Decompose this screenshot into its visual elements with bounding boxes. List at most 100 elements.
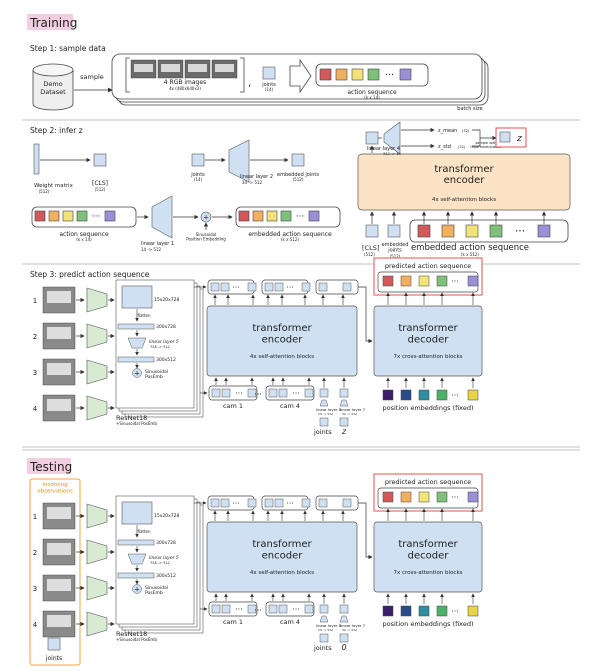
s2-encoder-sub: 4x self-attention blocks bbox=[432, 197, 496, 203]
linear7-trapezoid bbox=[339, 615, 349, 623]
cam-token-dots: ··· bbox=[292, 389, 300, 398]
predicted-dots: ··· bbox=[451, 277, 459, 286]
cam-token bbox=[304, 604, 314, 614]
action-token-dots: ··· bbox=[385, 70, 394, 81]
s2-transformer-encoder bbox=[357, 153, 571, 211]
plus-circle-s2 bbox=[200, 211, 212, 223]
s2-emb-action-token-dots: ··· bbox=[296, 212, 305, 222]
weight-label: Weight matrix bbox=[34, 183, 74, 189]
joints-sub: (14) bbox=[265, 87, 274, 92]
action-token bbox=[319, 68, 332, 81]
resnet-backbone bbox=[86, 287, 108, 313]
rgb-image-content bbox=[161, 64, 180, 72]
z-token bbox=[499, 131, 511, 143]
encoder-sub: 4x self-attention blocks bbox=[250, 354, 314, 360]
action-token bbox=[351, 68, 364, 81]
cls-sub: (512) bbox=[95, 187, 106, 192]
cam-token bbox=[211, 388, 221, 398]
linear7-trapezoid bbox=[339, 399, 349, 407]
cam4-label: cam 4 bbox=[280, 618, 300, 626]
joints-label-s2: joints bbox=[190, 172, 205, 178]
rgb-image-content bbox=[215, 64, 234, 72]
linear4-sub: 512 -> 64 bbox=[383, 152, 401, 156]
s2-enc-input-arrows bbox=[421, 211, 547, 224]
s2-enc-action-token bbox=[465, 224, 479, 238]
feat3-label: 300x512 bbox=[156, 573, 176, 579]
joints-token-s2 bbox=[191, 153, 205, 167]
cam-token-dots: ··· bbox=[292, 605, 300, 614]
latent-input-token bbox=[339, 417, 349, 427]
resnet-backbone bbox=[86, 359, 108, 385]
cam-gap-dots: ··· bbox=[254, 606, 262, 615]
position-embedding-token bbox=[436, 605, 448, 617]
linear4-label: linear layer 4 bbox=[367, 146, 400, 152]
cam4-label: cam 4 bbox=[280, 402, 300, 410]
transformer-decoder bbox=[373, 305, 483, 377]
training-title-bg bbox=[27, 14, 73, 30]
linear-layer-2 bbox=[228, 139, 250, 183]
action-sequence-tokens: ··· bbox=[319, 68, 412, 81]
comma: , bbox=[248, 78, 251, 89]
feat2-label: 300x728 bbox=[156, 540, 176, 546]
step1-title: Step 1: sample data bbox=[30, 44, 106, 53]
position-embedding-token bbox=[436, 389, 448, 401]
cam-token bbox=[278, 388, 288, 398]
feat1-label: 15x20x728 bbox=[154, 513, 180, 519]
feature-map bbox=[121, 285, 153, 309]
embedded-joints-label: embedded joints bbox=[277, 172, 319, 178]
flatten-label: flatten bbox=[137, 529, 151, 534]
encoder-output-token bbox=[247, 498, 257, 508]
plus-symbol-s2: + bbox=[203, 214, 209, 222]
top-token-dots: ··· bbox=[286, 283, 294, 292]
cam-token bbox=[268, 388, 278, 398]
zmean-sub: (32) bbox=[462, 129, 470, 133]
camera-image-content bbox=[47, 615, 71, 627]
hollow-arrow bbox=[289, 58, 312, 94]
rgb-image-content bbox=[188, 64, 207, 72]
predicted-label: predicted action sequence bbox=[385, 262, 471, 270]
incoming-observations-frame bbox=[29, 478, 81, 666]
cam-number: 1 bbox=[33, 297, 37, 305]
s2-emb-action-label: embedded action sequence bbox=[248, 231, 332, 238]
predicted-token bbox=[467, 491, 479, 503]
encoder-output-token bbox=[220, 498, 230, 508]
position-embedding-token bbox=[418, 605, 430, 617]
s2-action-token bbox=[34, 210, 46, 222]
joints-sub-s2: (14) bbox=[194, 177, 203, 182]
position-embedding-token bbox=[400, 605, 412, 617]
flatten-label: flatten bbox=[137, 313, 151, 318]
encoder-output-token bbox=[301, 282, 311, 292]
step3-title: Step 3: predict action sequence bbox=[30, 270, 150, 279]
s2-action-token bbox=[76, 210, 88, 222]
s2-emb-action-token bbox=[266, 210, 278, 222]
s2-emb-action-bottom-sub: (k x 512) bbox=[461, 252, 479, 257]
predicted-token bbox=[400, 275, 412, 287]
action-token bbox=[367, 68, 380, 81]
encoder-output-token bbox=[210, 498, 220, 508]
feat3-bar bbox=[117, 356, 155, 363]
linear6-label: linear layer 6 bbox=[316, 407, 342, 412]
resnet-backbone bbox=[86, 611, 108, 637]
s2-emb-action-token bbox=[238, 210, 250, 222]
testing-title-bg bbox=[27, 458, 71, 474]
s2-action-tokens: ··· bbox=[34, 210, 116, 222]
cam1-token-box bbox=[208, 601, 258, 617]
resnet-label: ResNet18 bbox=[116, 414, 147, 422]
predicted-token bbox=[436, 491, 448, 503]
zstd-label: z_std bbox=[438, 144, 451, 150]
cam-token bbox=[221, 604, 231, 614]
camera-image-content bbox=[47, 399, 71, 411]
top-token-dots: ··· bbox=[232, 499, 240, 508]
predicted-token bbox=[436, 275, 448, 287]
cam-number: 4 bbox=[33, 405, 38, 413]
transformer-encoder bbox=[206, 521, 358, 593]
camera-image-content bbox=[47, 363, 71, 375]
testing-joints-token bbox=[47, 637, 61, 651]
